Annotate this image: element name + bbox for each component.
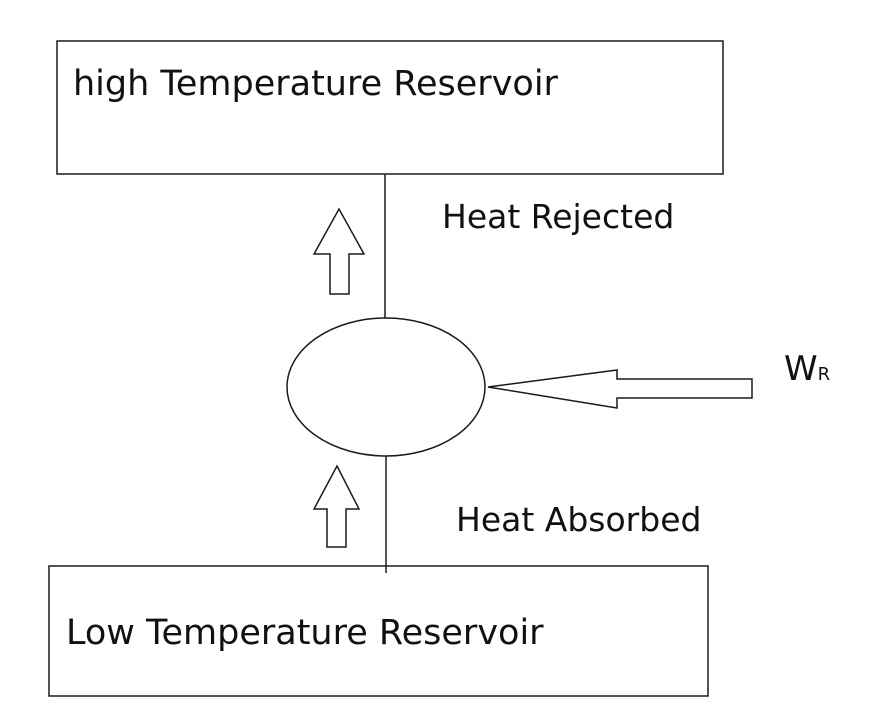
heat-absorbed-arrow-icon <box>312 464 361 548</box>
heat-rejected-arrow-icon <box>312 207 366 295</box>
low-temperature-reservoir-label: Low Temperature Reservoir <box>66 613 544 653</box>
work-symbol: W <box>784 349 818 389</box>
work-subscript: R <box>817 364 831 385</box>
refrigerator-device-circle <box>286 317 486 457</box>
low-temperature-reservoir-box <box>48 565 709 697</box>
heat-absorbed-label: Heat Absorbed <box>456 500 702 539</box>
heat-rejected-label: Heat Rejected <box>442 197 675 236</box>
work-input-label: WR <box>784 352 830 386</box>
high-temperature-reservoir-label: high Temperature Reservoir <box>73 64 558 104</box>
high-temperature-reservoir-box <box>56 40 724 175</box>
work-input-arrow-icon <box>487 369 753 409</box>
